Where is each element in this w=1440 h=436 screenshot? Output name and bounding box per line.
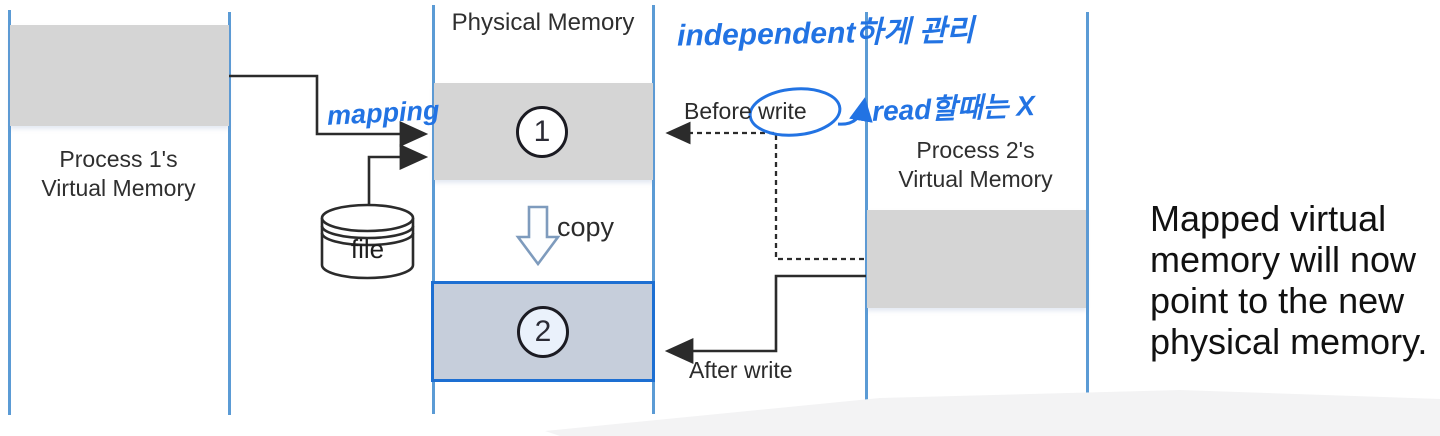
copy-label: copy bbox=[557, 212, 615, 242]
physical-memory-left-line bbox=[432, 5, 435, 414]
process1-column-right-line bbox=[228, 12, 231, 415]
copy-down-arrow-icon bbox=[515, 205, 561, 267]
file-arrow bbox=[367, 144, 429, 204]
mapping-handwritten-note: mapping bbox=[326, 95, 441, 131]
process1-column-left-line bbox=[8, 10, 11, 415]
process1-mapped-block bbox=[10, 25, 229, 126]
independent-handwritten-note: independent하게 관리 bbox=[676, 14, 975, 53]
block2-number-badge: 2 bbox=[517, 306, 569, 358]
scan-shadow-artifact bbox=[545, 390, 1440, 436]
process2-column-right-line bbox=[1086, 12, 1089, 414]
after-write-label: After write bbox=[689, 357, 793, 383]
read-handwritten-note: read할때는 X bbox=[871, 90, 1036, 127]
caption-text: Mapped virtual memory will now point to … bbox=[1150, 198, 1428, 362]
physical-memory-right-line bbox=[652, 5, 655, 414]
process2-label: Process 2's Virtual Memory bbox=[898, 137, 1053, 192]
process2-column-left-line bbox=[865, 12, 868, 414]
before-write-label: Before write bbox=[684, 98, 807, 124]
process1-label: Process 1's Virtual Memory bbox=[41, 146, 196, 201]
block1-number-badge: 1 bbox=[516, 106, 568, 158]
file-label: file bbox=[350, 234, 385, 264]
blue-curved-arrow-annotation bbox=[837, 97, 873, 126]
process2-mapped-block bbox=[867, 210, 1086, 308]
after-write-arrow bbox=[664, 274, 866, 364]
physical-memory-title: Physical Memory bbox=[451, 9, 635, 36]
before-write-dashed-arrow bbox=[665, 121, 864, 261]
